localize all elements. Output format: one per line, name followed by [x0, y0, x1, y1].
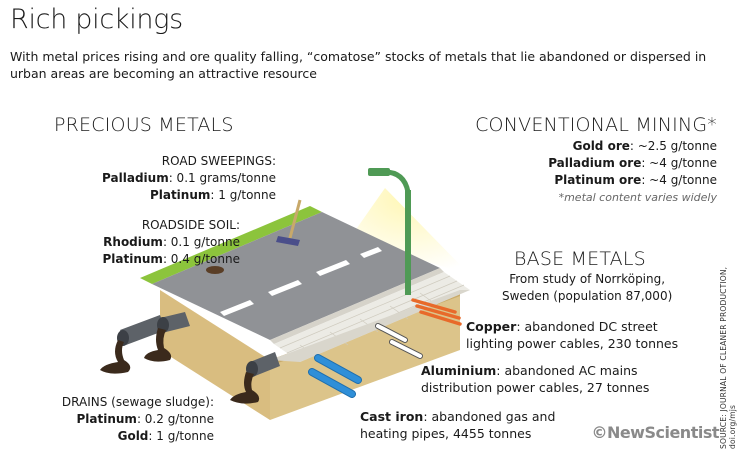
precious-metals-heading: PRECIOUS METALS	[54, 114, 234, 136]
source-credit: SOURCE: JOURNAL OF CLEANER PRODUCTION, d…	[719, 266, 737, 449]
metal-name: Gold	[117, 429, 149, 443]
road-sweepings-dirt	[206, 266, 224, 274]
metal-name: Platinum	[102, 252, 163, 266]
ore-item: Palladium ore: ~4 g/tonne	[548, 155, 717, 172]
copper-block: Copper: abandoned DC street lighting pow…	[466, 318, 678, 352]
metal-name: Cast iron	[360, 409, 424, 424]
roadside-soil-label: ROADSIDE SOIL:	[141, 218, 240, 232]
mining-footnote: *metal content varies widely	[558, 191, 717, 204]
metal-name: Aluminium	[421, 363, 497, 378]
metal-name: Copper	[466, 319, 517, 334]
metal-name: Palladium	[102, 171, 169, 185]
ore-value: : ~4 g/tonne	[641, 173, 717, 187]
broom-head	[276, 236, 300, 246]
ore-name: Gold ore	[572, 139, 630, 153]
drains-item: Gold: 1 g/tonne	[62, 428, 214, 445]
ore-value: : ~4 g/tonne	[641, 156, 717, 170]
road-sweepings-item: Palladium: 0.1 grams/tonne	[102, 170, 276, 187]
drains-item: Platinum: 0.2 g/tonne	[62, 411, 214, 428]
page-title: Rich pickings	[10, 4, 183, 35]
conventional-mining-heading: CONVENTIONAL MINING*	[475, 114, 717, 136]
metal-desc: : abandoned DC street	[516, 319, 658, 334]
aluminium-block: Aluminium: abandoned AC mains distributi…	[421, 362, 649, 396]
kerb	[270, 268, 444, 344]
road-sweepings-block: ROAD SWEEPINGS: Palladium: 0.1 grams/ton…	[102, 153, 276, 204]
metal-value: : 1 g/tonne	[148, 429, 214, 443]
metal-desc: distribution power cables, 27 tonnes	[421, 380, 650, 395]
cast-iron-block: Cast iron: abandoned gas and heating pip…	[360, 408, 555, 442]
metal-value: : 0.1 grams/tonne	[168, 171, 276, 185]
ore-item: Gold ore: ~2.5 g/tonne	[548, 138, 717, 155]
road-sweepings-item: Platinum: 1 g/tonne	[102, 187, 276, 204]
metal-name: Rhodium	[103, 235, 163, 249]
base-metals-study: From study of Norrköping, Sweden (popula…	[502, 271, 672, 305]
study-line: From study of Norrköping,	[509, 272, 666, 286]
road-surface	[152, 212, 440, 340]
metal-desc: lighting power cables, 230 tonnes	[466, 336, 679, 351]
study-line: Sweden (population 87,000)	[502, 289, 673, 303]
drains-label: DRAINS (sewage sludge):	[61, 395, 214, 409]
cast-iron-pipes	[308, 354, 362, 398]
metal-name: Platinum	[149, 188, 211, 202]
ore-value: : ~2.5 g/tonne	[629, 139, 717, 153]
ore-item: Platinum ore: ~4 g/tonne	[548, 172, 717, 189]
earth-side-face	[270, 290, 460, 420]
metal-value: : 0.4 g/tonne	[162, 252, 240, 266]
broom-handle	[288, 199, 302, 239]
roadside-soil-block: ROADSIDE SOIL: Rhodium: 0.1 g/tonne Plat…	[102, 217, 240, 268]
metal-value: : 1 g/tonne	[210, 188, 276, 202]
newscientist-logo: ©NewScientist	[591, 423, 719, 442]
grass-strip	[140, 206, 322, 284]
metal-name: Platinum	[76, 412, 137, 426]
drains-block: DRAINS (sewage sludge): Platinum: 0.2 g/…	[62, 394, 214, 445]
copper-cables	[411, 298, 462, 326]
road-sweepings-label: ROAD SWEEPINGS:	[161, 154, 276, 168]
metal-desc: : abandoned gas and	[423, 409, 556, 424]
street-lamp-head	[368, 168, 390, 176]
street-lamp-pole	[405, 190, 411, 295]
base-metals-heading: BASE METALS	[514, 248, 646, 270]
metal-desc: : abandoned AC mains	[496, 363, 638, 378]
lane-markings	[220, 247, 382, 316]
aluminium-cables	[375, 323, 423, 359]
ore-name: Platinum ore	[554, 173, 642, 187]
sewage-sludge	[100, 328, 260, 404]
metal-value: : 0.2 g/tonne	[136, 412, 214, 426]
roadside-soil-item: Rhodium: 0.1 g/tonne	[102, 234, 240, 251]
metal-desc: heating pipes, 4455 tonnes	[360, 426, 532, 441]
conventional-mining-block: Gold ore: ~2.5 g/tonne Palladium ore: ~4…	[548, 138, 717, 206]
ore-name: Palladium ore	[548, 156, 642, 170]
page-subtitle: With metal prices rising and ore quality…	[10, 49, 707, 81]
metal-value: : 0.1 g/tonne	[162, 235, 240, 249]
roadside-soil-item: Platinum: 0.4 g/tonne	[102, 251, 240, 268]
